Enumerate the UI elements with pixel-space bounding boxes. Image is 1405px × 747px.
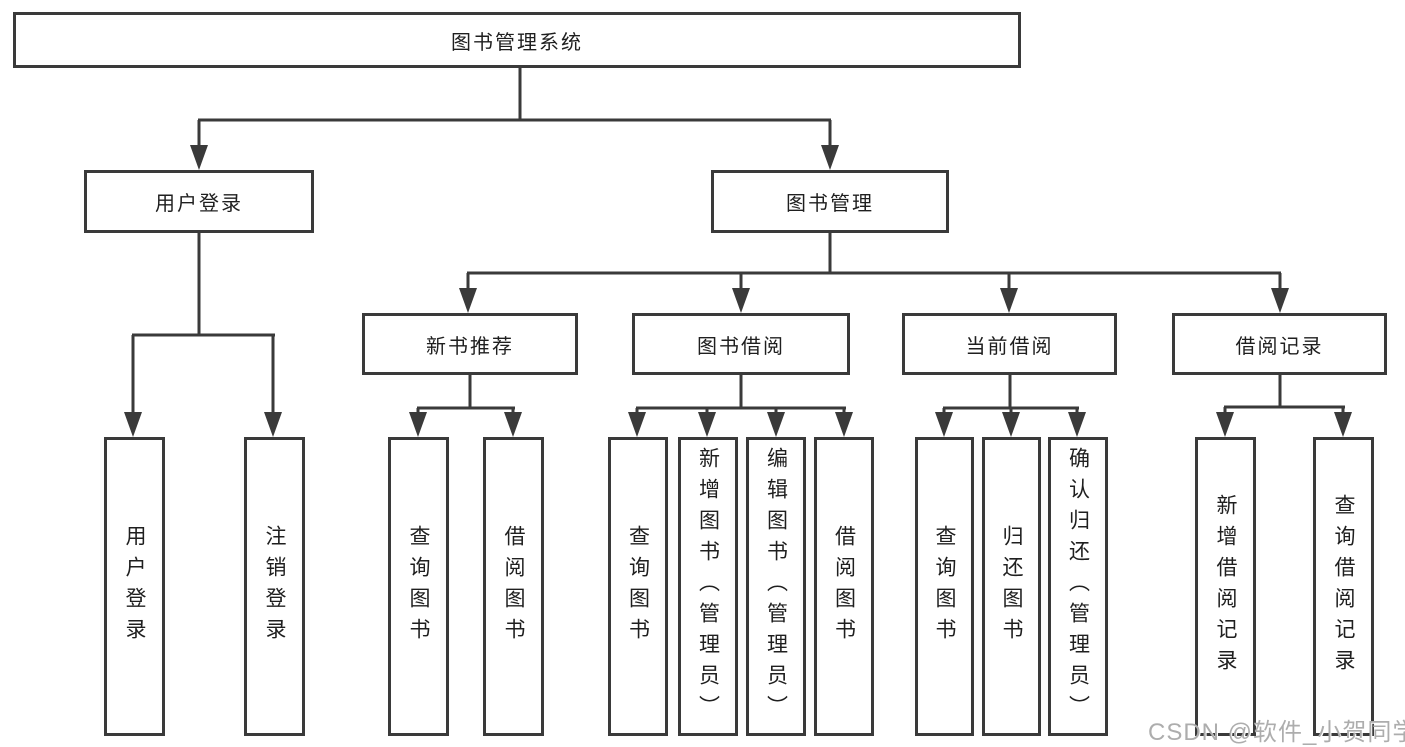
node-library-management-system: 图书管理系统 bbox=[13, 12, 1021, 68]
leaf-label: 查询图书 bbox=[933, 524, 956, 649]
node-user-login: 用户登录 bbox=[84, 170, 314, 233]
leaf-label: 新增图书（管理员） bbox=[696, 447, 720, 726]
connector-root-to-level2 bbox=[190, 68, 839, 170]
node-leaf-add-borrow-record: 新增借阅记录 bbox=[1195, 437, 1256, 736]
node-leaf-borrow-books: 借阅图书 bbox=[814, 437, 874, 736]
leaf-label: 查询图书 bbox=[407, 524, 430, 649]
node-book-management: 图书管理 bbox=[711, 170, 949, 233]
node-borrow-record: 借阅记录 bbox=[1172, 313, 1387, 375]
leaf-label: 归还图书 bbox=[1000, 524, 1023, 649]
node-leaf-query-books-current: 查询图书 bbox=[915, 437, 974, 736]
watermark-csdn: CSDN @软件_小贺同学 bbox=[1148, 719, 1405, 746]
leaf-label: 注销登录 bbox=[263, 524, 286, 649]
node-leaf-query-borrow-record: 查询借阅记录 bbox=[1313, 437, 1374, 736]
leaf-label: 编辑图书（管理员） bbox=[764, 447, 788, 726]
leaf-label: 借阅图书 bbox=[832, 524, 856, 649]
node-leaf-query-books-borrow: 查询图书 bbox=[608, 437, 668, 736]
node-leaf-user-login: 用户登录 bbox=[104, 437, 165, 736]
connector-current-borrow-children bbox=[935, 375, 1086, 437]
node-leaf-confirm-return-admin: 确认归还（管理员） bbox=[1048, 437, 1108, 736]
leaf-label: 借阅图书 bbox=[502, 524, 525, 649]
leaf-label: 新增借阅记录 bbox=[1214, 493, 1237, 680]
node-leaf-borrow-books-recommend: 借阅图书 bbox=[483, 437, 544, 736]
node-new-book-recommend: 新书推荐 bbox=[362, 313, 578, 375]
leaf-label: 用户登录 bbox=[123, 524, 146, 649]
node-leaf-return-books: 归还图书 bbox=[982, 437, 1041, 736]
connector-book-borrow-children bbox=[628, 375, 853, 437]
connector-new-book-recommend-children bbox=[409, 375, 522, 437]
leaf-label: 查询借阅记录 bbox=[1332, 493, 1355, 680]
node-leaf-logout: 注销登录 bbox=[244, 437, 305, 736]
node-leaf-query-books-recommend: 查询图书 bbox=[388, 437, 449, 736]
node-book-borrow: 图书借阅 bbox=[632, 313, 850, 375]
node-leaf-add-books-admin: 新增图书（管理员） bbox=[678, 437, 738, 736]
connector-user-login-children bbox=[124, 233, 282, 437]
node-leaf-edit-books-admin: 编辑图书（管理员） bbox=[746, 437, 806, 736]
leaf-label: 查询图书 bbox=[626, 524, 650, 649]
leaf-label: 确认归还（管理员） bbox=[1066, 447, 1090, 726]
connector-borrow-record-children bbox=[1216, 375, 1352, 437]
node-current-borrow: 当前借阅 bbox=[902, 313, 1117, 375]
connector-book-management-to-level3 bbox=[459, 233, 1289, 313]
